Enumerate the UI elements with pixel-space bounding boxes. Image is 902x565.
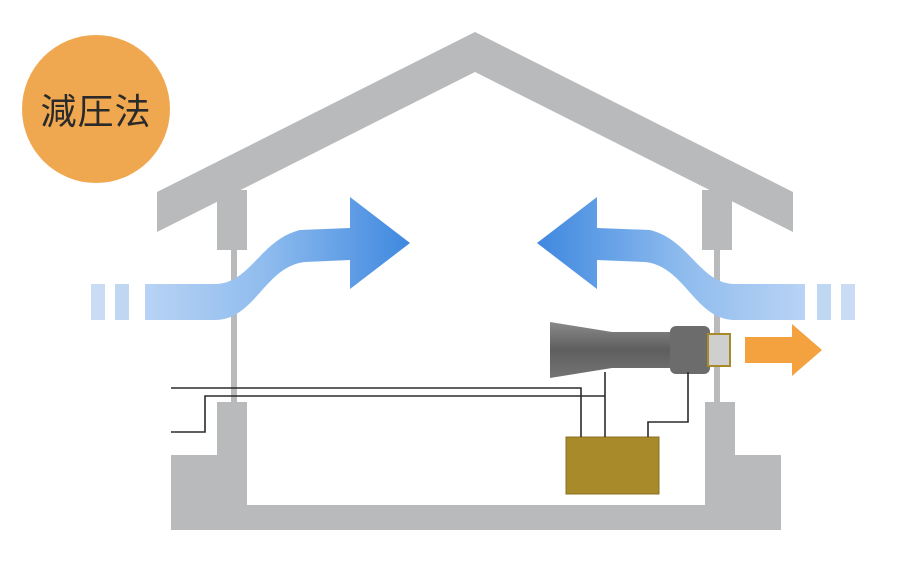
- roof: [157, 32, 793, 232]
- airflow-right: [537, 197, 855, 320]
- method-label: 減圧法: [40, 92, 152, 133]
- exhaust-fan: [550, 322, 731, 378]
- wire-fan-right: [647, 372, 689, 437]
- dash-right-1: [817, 284, 831, 320]
- right-upper-wall: [714, 230, 720, 405]
- arrow-icon: [145, 197, 410, 320]
- airflow-left: [91, 197, 410, 320]
- left-upper-wall: [231, 230, 237, 405]
- arrow-icon: [745, 324, 822, 376]
- arrow-icon: [537, 197, 805, 320]
- dash-right-2: [841, 284, 855, 320]
- fan-cap: [707, 333, 731, 367]
- fan-pipe: [670, 326, 710, 374]
- method-badge: 減圧法: [22, 35, 170, 183]
- foundation: [171, 402, 781, 530]
- dash-left-2: [115, 284, 129, 320]
- wire-inner: [171, 395, 605, 433]
- fan-icon: [550, 322, 672, 378]
- wiring: [171, 372, 689, 437]
- dash-left-1: [91, 284, 105, 320]
- box-icon: [565, 436, 660, 495]
- wire-outer: [171, 387, 582, 437]
- house-structure: [157, 32, 793, 530]
